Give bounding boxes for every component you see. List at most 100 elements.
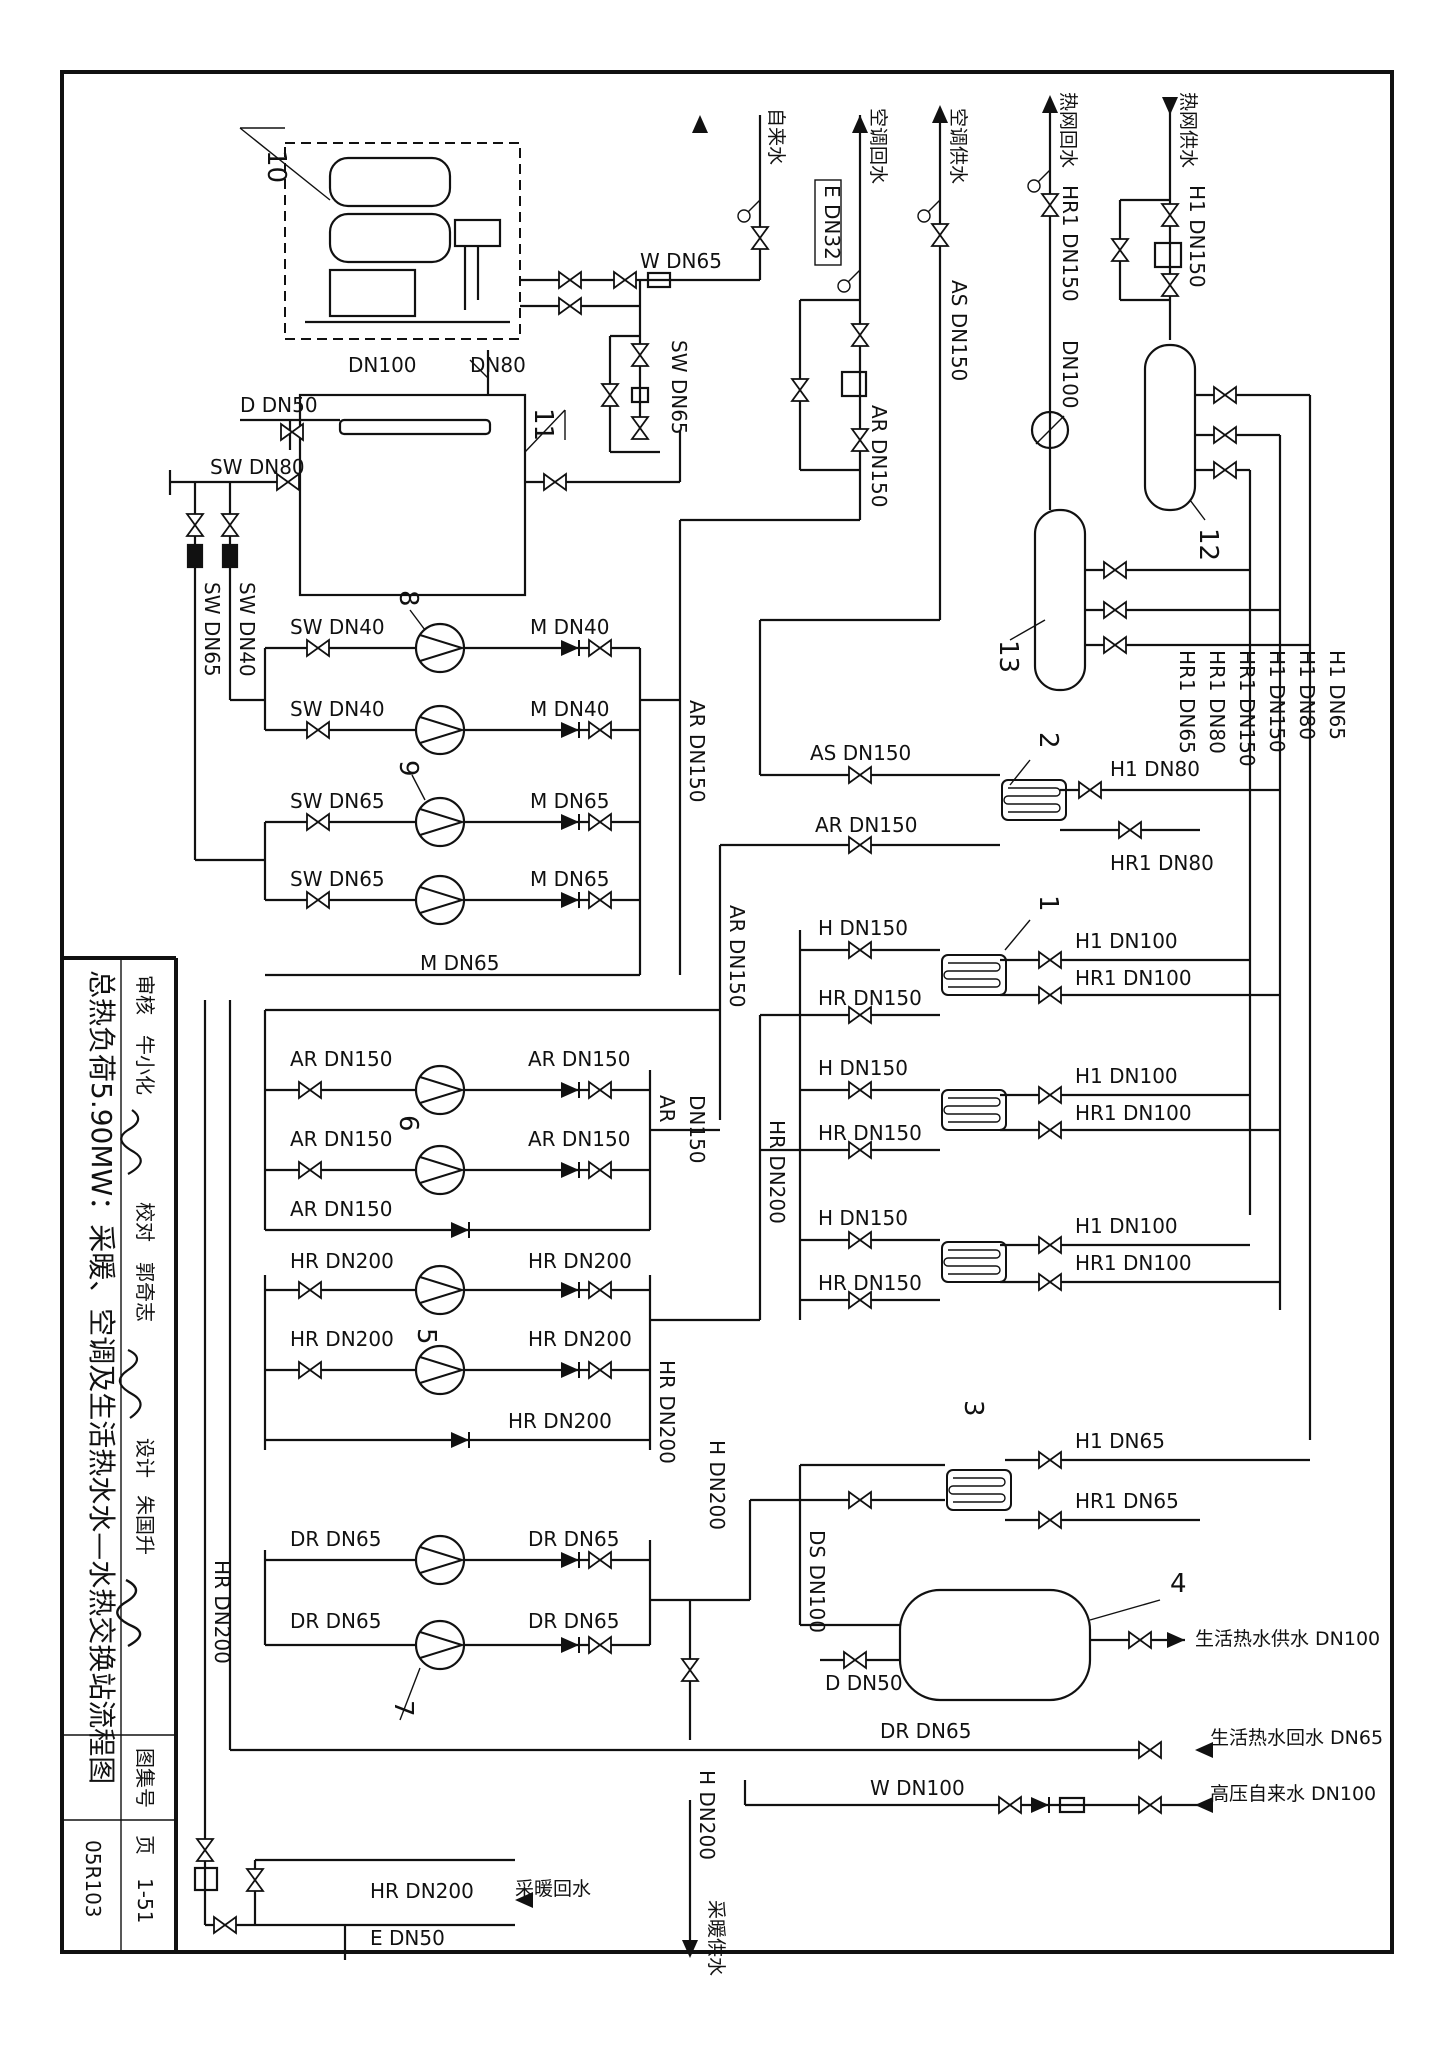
equip-11: 11 [528, 408, 558, 441]
signature-checker [118, 1348, 142, 1419]
label-ar-dn150-hx2: AR DN150 [815, 813, 917, 837]
label-hx3-hr1: HR1 DN65 [1075, 1489, 1179, 1513]
signature-reviewer [120, 1109, 142, 1175]
leader-10 [239, 127, 331, 201]
label-ar-dn150-v2: AR DN150 [867, 405, 891, 507]
header-13 [1033, 508, 1087, 692]
label-hx1b-hr: HR DN150 [818, 1121, 922, 1145]
label-h1-dn150: H1 DN150 [1265, 650, 1289, 753]
equip-4: 4 [1170, 1569, 1187, 1599]
page-number: 1-51 [133, 1878, 157, 1923]
label-m-dn65: M DN65 [420, 951, 499, 975]
equip-12: 12 [1193, 528, 1223, 561]
label-pump7b-in: DR DN65 [290, 1609, 381, 1633]
heating-supply-label: 采暖供水 [705, 1900, 727, 1976]
hp-city-water-label: 高压自来水 DN100 [1210, 1783, 1376, 1805]
label-pump8-out: M DN40 [530, 615, 609, 639]
equip-5: 5 [411, 1328, 441, 1345]
water-meter [646, 271, 672, 289]
label-ar-v: AR [655, 1095, 679, 1123]
heat-net-supply-label: 热网供水 [1177, 92, 1199, 168]
name-reviewer: 牛小化 [133, 1035, 157, 1095]
ac-return-label: 空调回水 [867, 108, 889, 184]
atlas-number-label: 图集号 [133, 1748, 157, 1808]
label-sw-dn65-left: SW DN65 [200, 582, 224, 677]
label-ar-bypass: AR DN150 [290, 1197, 392, 1221]
label-d-dn50-tank4: D DN50 [825, 1671, 903, 1695]
label-ds-dn100: DS DN100 [805, 1530, 829, 1633]
label-dn80-tank: DN80 [470, 353, 526, 377]
label-pump8b-in: SW DN40 [290, 697, 385, 721]
label-pump7b-out: DR DN65 [528, 1609, 619, 1633]
label-h1-dn80: H1 DN80 [1295, 650, 1319, 740]
name-designer: 朱国升 [133, 1495, 157, 1555]
heating-pump-5b [265, 1344, 650, 1396]
label-pump8b-out: M DN40 [530, 697, 609, 721]
dhw-tank-4 [898, 1588, 1092, 1702]
label-hx1b-h1: H1 DN100 [1075, 1064, 1178, 1088]
heat-exchanger-1b [760, 1081, 1280, 1159]
label-h-dn200-v2: H DN200 [695, 1770, 719, 1860]
page-label: 页 [133, 1835, 157, 1855]
label-hr1-dn150-top: HR1 DN150 [1058, 185, 1082, 302]
name-checker: 郭奇志 [133, 1262, 157, 1322]
ac-supply-label: 空调供水 [947, 108, 969, 184]
flow-meter [1030, 410, 1070, 450]
role-checker: 校对 [133, 1202, 157, 1242]
label-hr-dn200-bottom: HR DN200 [370, 1879, 474, 1903]
label-hr1-dn80: HR1 DN80 [1205, 650, 1229, 754]
label-pump7a-out: DR DN65 [528, 1527, 619, 1551]
label-pump9b-in: SW DN65 [290, 867, 385, 891]
drawing-title: 总热负荷5.90MW：采暖、空调及生活热水水—水热交换站流程图 [85, 970, 118, 1784]
leader-11 [524, 409, 566, 453]
label-hx1a-hr1: HR1 DN100 [1075, 966, 1192, 990]
label-h1-dn80-hx2: H1 DN80 [1110, 757, 1200, 781]
label-pump5a-in: HR DN200 [290, 1249, 394, 1273]
heat-exchanger-3 [946, 1469, 1012, 1511]
label-pump9b-out: M DN65 [530, 867, 609, 891]
label-hr1-dn150: HR1 DN150 [1235, 650, 1259, 767]
equip-6: 6 [393, 1115, 423, 1132]
label-hx1c-h1: H1 DN100 [1075, 1214, 1178, 1238]
role-reviewer: 审核 [133, 975, 157, 1015]
equip-1: 1 [1033, 895, 1063, 912]
label-h-dn200-v1: H DN200 [705, 1440, 729, 1530]
label-hx3-h1: H1 DN65 [1075, 1429, 1165, 1453]
label-h1-dn150-top: H1 DN150 [1185, 185, 1209, 288]
heat-exchanger-1a [760, 941, 1280, 1024]
label-hx1c-hr: HR DN150 [818, 1271, 922, 1295]
dhw-return-label: 生活热水回水 DN65 [1210, 1727, 1383, 1749]
label-dn100-tank: DN100 [348, 353, 417, 377]
label-ar-dn150-v4: DN150 [685, 1095, 709, 1164]
label-as-dn150-top: AS DN150 [947, 280, 971, 381]
header-12 [1143, 343, 1197, 512]
label-pump6a-in: AR DN150 [290, 1047, 392, 1071]
label-hr-dn200-v1: HR DN200 [765, 1120, 789, 1224]
dhw-supply-label: 生活热水供水 DN100 [1195, 1628, 1380, 1650]
heating-pump-5a [265, 1264, 650, 1316]
label-d-dn50: D DN50 [240, 393, 318, 417]
label-sw-dn65-v: SW DN65 [667, 340, 691, 435]
tank-11 [298, 393, 527, 597]
label-pump6b-in: AR DN150 [290, 1127, 392, 1151]
label-hx1a-hr: HR DN150 [818, 986, 922, 1010]
label-sw-dn40-left: SW DN40 [235, 582, 259, 677]
makeup-pump-8a [265, 622, 640, 674]
equip-8: 8 [393, 590, 423, 607]
equip-10: 10 [261, 150, 291, 183]
label-pump6b-out: AR DN150 [528, 1127, 630, 1151]
signature-designer [116, 1578, 142, 1648]
equip-3: 3 [958, 1400, 988, 1417]
label-pump7a-in: DR DN65 [290, 1527, 381, 1551]
label-h1-dn65: H1 DN65 [1325, 650, 1349, 740]
makeup-pump-9b [265, 874, 640, 926]
ac-pump-6b [265, 1144, 650, 1196]
label-ar-dn150-v1: AR DN150 [685, 700, 709, 802]
heat-exchanger-2 [1001, 779, 1067, 821]
role-designer: 设计 [133, 1438, 157, 1478]
heating-return-label: 采暖回水 [515, 1878, 591, 1900]
label-hr1-dn80-hx2: HR1 DN80 [1110, 851, 1214, 875]
equip-7: 7 [388, 1700, 418, 1717]
equip-9: 9 [393, 760, 423, 777]
label-hx1a-h: H DN150 [818, 916, 908, 940]
